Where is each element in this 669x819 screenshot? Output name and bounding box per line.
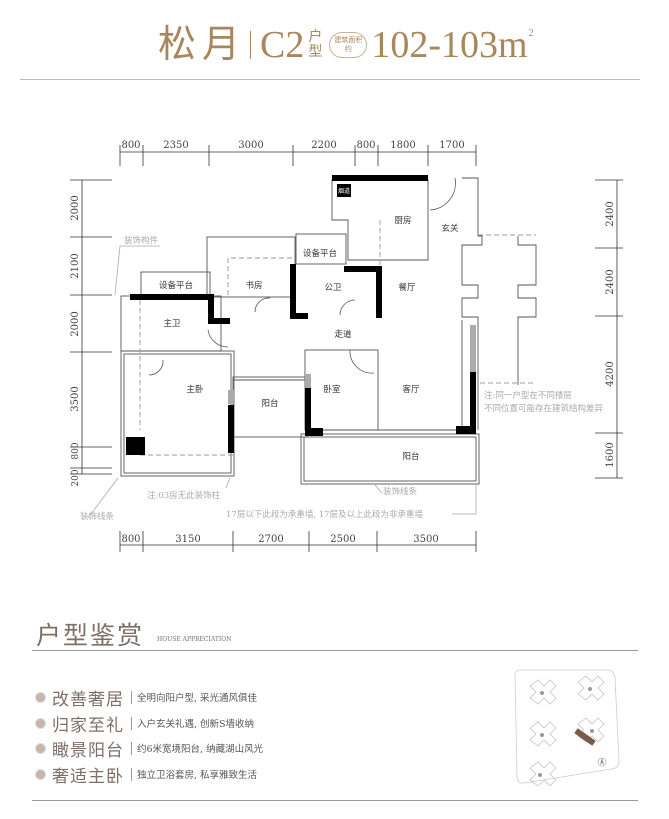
room-flue: 烟道	[338, 187, 350, 195]
area-unit-superscript: 2	[528, 28, 534, 39]
current-unit-highlight	[574, 728, 596, 746]
feature-separator	[131, 741, 132, 755]
dim-bottom-0: 800	[121, 534, 140, 545]
label-load-bearing-note: 17层以下此段为承重墙, 17层及以上此段为非承重墙	[226, 509, 424, 520]
area-badge: 建筑面积约	[329, 32, 368, 58]
dim-top-2: 3000	[238, 140, 263, 151]
feature-desc: 全明向阳户型, 采光通风俱佳	[137, 693, 258, 704]
project-name: 松月	[158, 24, 247, 66]
unit-area: 102-103m	[371, 24, 528, 66]
dim-left-0: 2000	[70, 195, 81, 220]
dim-right-3: 1600	[605, 442, 616, 467]
room-public-bath: 公卫	[324, 283, 342, 293]
dim-right-2: 4200	[605, 361, 616, 386]
dim-left-3: 3500	[70, 386, 81, 411]
label-decor-line-left: 装饰线条	[80, 511, 115, 522]
room-balcony-large: 阳台	[402, 451, 419, 462]
walls-nonstructural	[228, 325, 476, 404]
feature-desc: 入户玄关礼遇, 创新S墙收纳	[137, 719, 255, 730]
feature-desc: 独立卫浴套房, 私享雅致生活	[137, 770, 258, 781]
feature-separator	[131, 767, 132, 781]
title-divider	[250, 31, 252, 59]
dim-left-1: 2100	[70, 253, 81, 278]
building-markers	[538, 687, 594, 777]
feature-title: 奢适主卧	[52, 766, 124, 787]
floor-plan: 800 2350 3000 2200 800 1800 1700 800 315…	[70, 140, 623, 552]
annotation-leaders	[87, 245, 477, 519]
dim-top-4: 800	[356, 140, 375, 151]
room-master-bedroom: 主卧	[186, 384, 204, 395]
unit-type-label: 户型	[308, 30, 323, 60]
dim-top-0: 800	[121, 140, 140, 151]
dim-top-5: 1800	[390, 140, 415, 151]
room-master-bath: 主卫	[163, 318, 181, 329]
feature-title: 改善奢居	[52, 689, 124, 710]
dimension-lines	[70, 145, 623, 552]
walls-thin	[120, 177, 537, 485]
flower-bullet-icon	[36, 718, 45, 728]
feature-item: 归家至礼 入户玄关礼遇, 创新S墙收纳	[36, 712, 255, 736]
dim-top-6: 1700	[439, 140, 464, 151]
dim-top-3: 2200	[311, 140, 336, 151]
section-subtitle: HOUSE APPRECIATION	[157, 636, 232, 643]
footer-divider	[32, 800, 638, 801]
room-bedroom: 卧室	[323, 384, 341, 395]
feature-separator	[131, 716, 132, 730]
title-row: 松月 C2 户型 建筑面积约 102-103m 2	[158, 20, 534, 70]
building-outlines	[529, 675, 605, 786]
dim-right-0: 2400	[605, 201, 616, 226]
feature-separator	[131, 690, 132, 704]
label-structure-note-2: 不同位置可能存在建筑结构差异	[484, 403, 604, 414]
label-decor-component: 装饰构件	[124, 235, 159, 246]
room-dining: 餐厅	[398, 283, 416, 293]
feature-item: 瞰景阳台 约6米宽境阳台, 纳藏湖山风光	[36, 737, 264, 761]
feature-item: 奢适主卧 独立卫浴套房, 私享雅致生活	[36, 763, 258, 787]
room-corridor: 走道	[334, 329, 352, 340]
room-balcony-small: 阳台	[261, 398, 278, 409]
room-kitchen: 厨房	[394, 215, 411, 226]
dim-bottom-3: 2500	[330, 534, 355, 545]
feature-item: 改善奢居 全明向阳户型, 采光通风俱佳	[36, 686, 258, 710]
dim-left-2: 2000	[70, 311, 81, 336]
flower-bullet-icon	[36, 769, 45, 779]
header-divider	[20, 79, 640, 80]
dim-bottom-4: 3500	[413, 534, 438, 545]
dim-top-1: 2350	[163, 140, 188, 151]
section-title: 户型鉴赏	[36, 621, 145, 650]
dim-right-1: 2400	[605, 269, 616, 294]
unit-code: C2	[260, 24, 305, 66]
feature-title: 瞰景阳台	[52, 740, 124, 761]
dim-left-5: 200	[71, 469, 81, 486]
dim-bottom-2: 2700	[258, 534, 283, 545]
walls-structural	[126, 175, 476, 455]
room-living: 客厅	[402, 384, 420, 395]
room-foyer: 玄关	[441, 223, 459, 234]
section-divider	[32, 650, 638, 651]
label-decor-line-right: 装饰线条	[383, 486, 418, 497]
room-equipment-platform-2: 设备平台	[159, 280, 193, 291]
room-study: 书房	[245, 280, 262, 291]
feature-title: 归家至礼	[52, 715, 124, 736]
site-key-plan	[514, 669, 620, 786]
flower-bullet-icon	[36, 743, 45, 753]
dim-left-4: 800	[71, 442, 81, 459]
flower-bullet-icon	[36, 692, 45, 702]
feature-desc: 约6米宽境阳台, 纳藏湖山风光	[137, 744, 264, 755]
door-swings	[148, 177, 456, 376]
label-structure-note-1: 注:同一户型在不同楼层	[484, 390, 572, 401]
label-decor-column-note: 注:03房无此装饰柱	[147, 490, 221, 501]
dim-bottom-1: 3150	[175, 534, 200, 545]
north-arrow-icon	[597, 757, 607, 767]
room-equipment-platform-1: 设备平台	[303, 248, 337, 259]
